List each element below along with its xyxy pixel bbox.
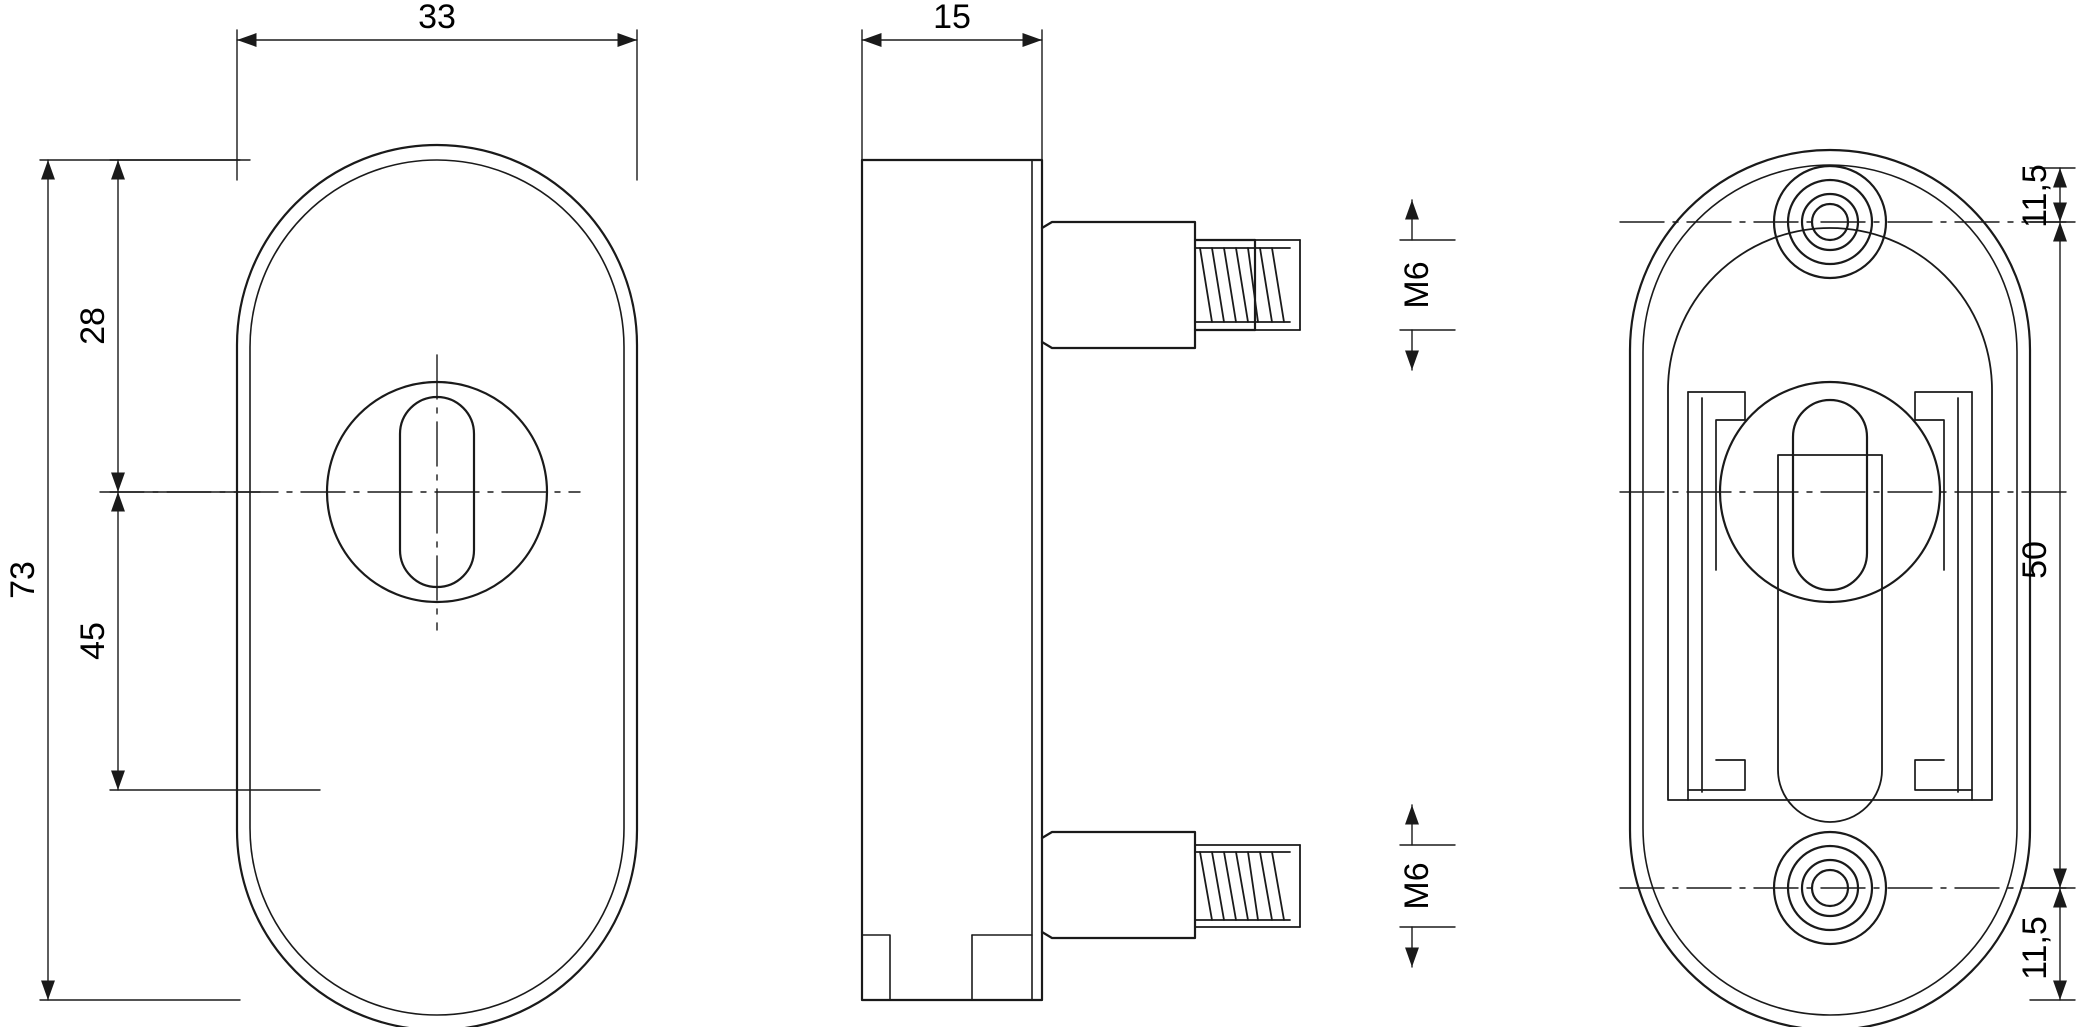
dim-label-height-28: 28 — [74, 307, 112, 345]
side-lower-bolt — [1040, 830, 1301, 940]
front-outline-outer — [235, 143, 639, 1027]
side-view-group — [860, 29, 1456, 1002]
rear-outline-inner — [1642, 164, 2018, 1016]
rear-knob-slot — [1791, 398, 1869, 592]
dim-lines-m6-lower — [1399, 804, 1456, 968]
front-outline-inner — [249, 159, 625, 1016]
dim-label-thread-upper: M6 — [1398, 261, 1436, 308]
dim-lines-m6-upper — [1399, 199, 1456, 371]
rear-clips — [1687, 391, 1973, 801]
side-upper-thread — [1195, 239, 1301, 331]
rear-cylinder-body — [1777, 454, 1883, 823]
rear-centre-lines — [1619, 221, 2076, 889]
side-upper-bolt — [1040, 220, 1301, 350]
front-view-group — [39, 29, 639, 1027]
dim-label-centres-50: 50 — [2016, 541, 2054, 579]
rear-view-group — [1619, 148, 2076, 1027]
dim-label-thread-lower: M6 — [1398, 862, 1436, 909]
rear-outline-outer — [1628, 148, 2032, 1027]
side-plate-body — [860, 158, 1044, 1002]
dimension-labels: 33 73 28 45 15 M6 M6 11,5 50 11,5 — [4, 0, 2054, 980]
dim-label-height-45: 45 — [74, 622, 112, 660]
dim-label-width-33: 33 — [418, 0, 456, 36]
side-lower-thread — [1195, 844, 1301, 928]
side-plate-notch — [861, 934, 891, 1001]
dim-label-height-73: 73 — [4, 561, 42, 599]
dim-label-offset-bottom: 11,5 — [2016, 916, 2054, 980]
dim-label-offset-top: 11,5 — [2016, 164, 2054, 228]
dim-label-thickness-15: 15 — [933, 0, 971, 36]
